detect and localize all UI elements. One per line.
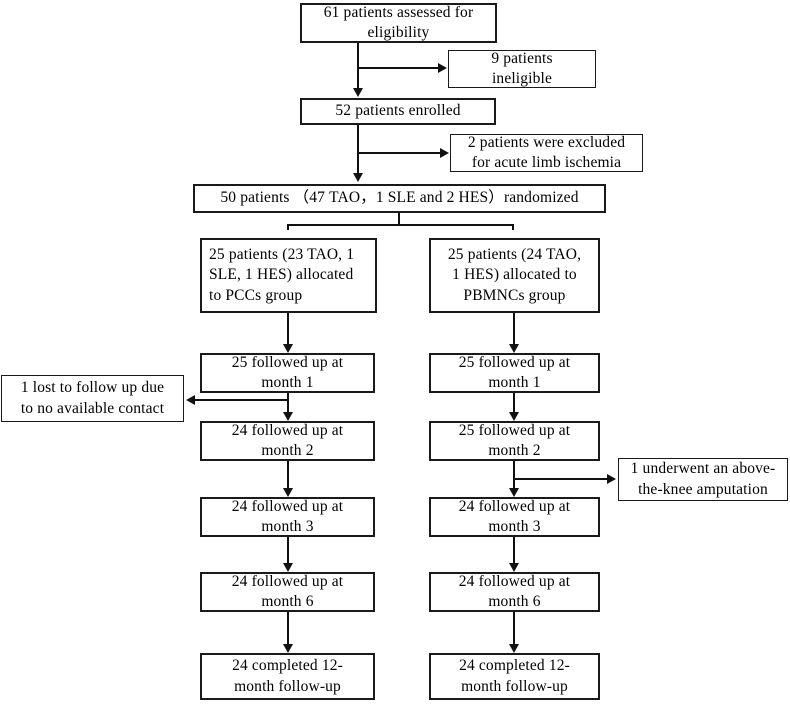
node-assessed-for-eligibility: 61 patients assessed for eligibility bbox=[300, 3, 497, 43]
node-left-month-1: 25 followed up at month 1 bbox=[200, 353, 375, 393]
node-lost-to-follow-up: 1 lost to follow up due to no available … bbox=[1, 375, 184, 422]
arrowhead-pbmncs-to-right-m1 bbox=[509, 344, 519, 353]
node-left-month-12: 24 completed 12- month follow-up bbox=[200, 653, 375, 700]
edge-pccs-to-left-m1 bbox=[287, 313, 289, 346]
node-left-month-6: 24 followed up at month 6 bbox=[200, 572, 375, 612]
edge-right-m2-to-amputation bbox=[513, 478, 608, 480]
node-left-month-3: 24 followed up at month 3 bbox=[200, 497, 375, 537]
edge-left-m2-to-m3 bbox=[287, 461, 289, 489]
node-right-month-1: 25 followed up at month 1 bbox=[429, 353, 600, 393]
edge-randomized-to-pccs bbox=[287, 224, 289, 230]
edge-assessed-to-enrolled bbox=[357, 43, 359, 89]
node-above-knee-amputation: 1 underwent an above- the-knee amputatio… bbox=[618, 458, 788, 501]
edge-right-m2-to-m3 bbox=[513, 461, 515, 489]
edge-right-m3-to-m6 bbox=[513, 537, 515, 564]
node-randomized: 50 patients （47 TAO，1 SLE and 2 HES）rand… bbox=[193, 184, 606, 213]
arrowhead-pccs-to-left-m1 bbox=[283, 344, 293, 353]
node-allocated-pbmncs: 25 patients (24 TAO, 1 HES) allocated to… bbox=[429, 238, 600, 313]
arrowhead-left-m6-to-m12 bbox=[283, 644, 293, 653]
node-allocated-pccs: 25 patients (23 TAO, 1 SLE, 1 HES) alloc… bbox=[200, 238, 377, 313]
node-left-month-2: 24 followed up at month 2 bbox=[200, 421, 375, 461]
edge-pbmncs-to-right-m1 bbox=[513, 313, 515, 346]
arrowhead-right-m2-to-amputation bbox=[607, 474, 616, 484]
node-enrolled: 52 patients enrolled bbox=[300, 98, 496, 125]
arrowhead-assessed-to-enrolled bbox=[353, 88, 363, 97]
arrowhead-left-m1-to-lost bbox=[186, 395, 195, 405]
node-excluded-acute-limb-ischemia: 2 patients were excluded for acute limb … bbox=[450, 134, 643, 172]
edge-left-m3-to-m6 bbox=[287, 537, 289, 564]
node-right-month-2: 25 followed up at month 2 bbox=[429, 421, 600, 461]
node-ineligible: 9 patients ineligible bbox=[448, 50, 596, 88]
edge-right-m1-to-m2 bbox=[513, 393, 515, 414]
arrowhead-right-m1-to-m2 bbox=[509, 412, 519, 421]
arrowhead-enrolled-to-excluded bbox=[440, 148, 449, 158]
arrowhead-right-m2-to-m3 bbox=[509, 488, 519, 497]
node-right-month-3: 24 followed up at month 3 bbox=[429, 497, 600, 537]
node-right-month-12: 24 completed 12- month follow-up bbox=[429, 653, 600, 700]
edge-randomized-to-pbmncs bbox=[512, 224, 514, 230]
edge-left-m6-to-m12 bbox=[287, 612, 289, 645]
edge-randomized-split-stem bbox=[398, 213, 400, 225]
arrowhead-right-m3-to-m6 bbox=[509, 563, 519, 572]
arrowhead-enrolled-to-randomized bbox=[353, 173, 363, 182]
arrowhead-assessed-to-ineligible bbox=[438, 63, 447, 73]
arrowhead-left-m3-to-m6 bbox=[283, 563, 293, 572]
edge-enrolled-to-randomized bbox=[357, 125, 359, 174]
edge-right-m6-to-m12 bbox=[513, 612, 515, 645]
edge-randomized-split-bar bbox=[287, 224, 514, 226]
arrowhead-right-m6-to-m12 bbox=[509, 644, 519, 653]
edge-left-m1-to-lost bbox=[194, 399, 289, 401]
arrowhead-left-m1-to-m2 bbox=[283, 412, 293, 421]
edge-left-m1-to-m2 bbox=[287, 393, 289, 415]
edge-enrolled-to-excluded bbox=[357, 152, 441, 154]
node-right-month-6: 24 followed up at month 6 bbox=[429, 572, 600, 612]
edge-assessed-to-ineligible bbox=[357, 67, 439, 69]
arrowhead-left-m2-to-m3 bbox=[283, 488, 293, 497]
